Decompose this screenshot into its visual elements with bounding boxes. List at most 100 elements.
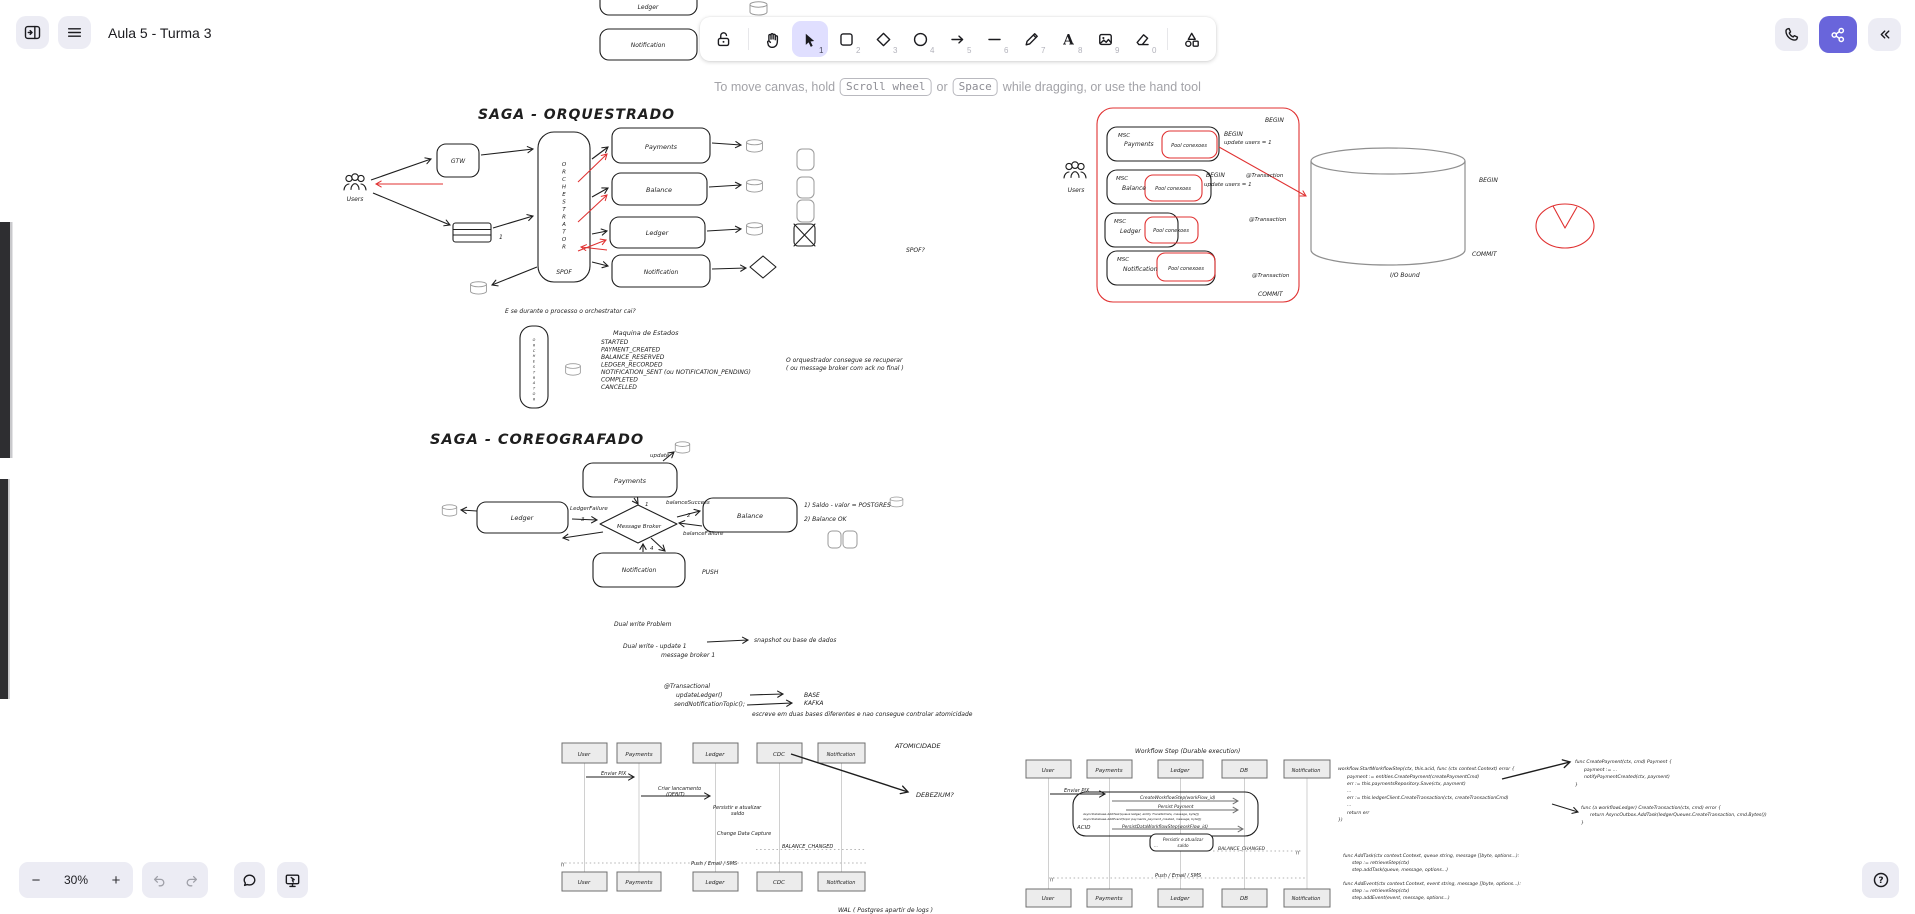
zoom-level[interactable]: 30%: [53, 873, 99, 887]
toolbar-divider: [748, 28, 749, 50]
tool-ellipse[interactable]: 4: [903, 21, 939, 57]
canvas-text: Workflow Step (Durable execution): [1135, 748, 1240, 755]
canvas-text: BASE: [804, 692, 820, 699]
canvas-text: func AddTask(ctx context.Context, queue …: [1343, 853, 1520, 859]
canvas-text: ((: [561, 862, 565, 868]
canvas-text: Persist Payment: [1158, 804, 1194, 810]
tool-arrow[interactable]: 5: [940, 21, 976, 57]
queue-box: [453, 223, 491, 242]
canvas-text: 1: [645, 502, 649, 508]
redo-button[interactable]: [175, 862, 208, 898]
canvas-text: saldo: [731, 811, 744, 817]
cursor-icon: [801, 31, 818, 48]
canvas-text: Balance: [737, 512, 763, 520]
canvas-text: @Transaction: [1249, 217, 1287, 223]
share-button[interactable]: [1819, 16, 1857, 53]
canvas-text: update users = 1: [1204, 182, 1252, 188]
tool-more-shapes[interactable]: [1174, 21, 1210, 57]
space-key: Space: [953, 78, 998, 96]
zoom-in-button[interactable]: +: [99, 862, 133, 898]
canvas-text: func AddEvent(ctx context.Context, event…: [1343, 881, 1521, 887]
canvas-text: update users = 1: [1224, 140, 1272, 146]
undo-button[interactable]: [142, 862, 175, 898]
chevrons-left-icon: [1876, 26, 1893, 43]
canvas-text: KAFKA: [804, 700, 824, 707]
tool-selection[interactable]: 1: [792, 21, 828, 57]
canvas-text: User: [578, 752, 591, 758]
help-button[interactable]: ?: [1862, 862, 1899, 898]
canvas-text: Dual write Problem: [614, 621, 672, 628]
canvas-text: WAL ( Postgres apartir de logs ): [838, 907, 933, 914]
canvas-text: Payments: [1095, 768, 1122, 774]
canvas-text: CDC: [773, 880, 785, 886]
canvas-text: Message Broker: [617, 524, 662, 530]
database-icon: [442, 505, 456, 516]
canvas-text: Ledger: [1170, 768, 1190, 774]
tool-line[interactable]: 6: [977, 21, 1013, 57]
present-button[interactable]: [277, 862, 308, 898]
canvas-text: I/O Bound: [1390, 272, 1420, 279]
canvas-text: }): [1338, 817, 1343, 823]
canvas-text: return AsyncOutbox.AddTask(ledgerQueues.…: [1590, 812, 1767, 818]
canvas-text: Users: [1068, 187, 1085, 194]
decision-diamond: [750, 256, 776, 278]
canvas-text: snapshot ou base de dados: [754, 637, 836, 644]
canvas-text: Enviar PIX: [601, 771, 627, 777]
big-database-cylinder: [1311, 161, 1465, 265]
board-title: Aula 5 - Turma 3: [108, 25, 212, 41]
canvas-text: MSC: [1114, 219, 1126, 225]
canvas-text: Enviar PIX: [1064, 788, 1090, 794]
top-left-island: Aula 5 - Turma 3: [16, 16, 212, 49]
tool-rectangle[interactable]: 2: [829, 21, 865, 57]
canvas-text: ((: [1050, 877, 1054, 883]
canvas-text: @Transaction: [1246, 173, 1284, 179]
presentation-icon: [284, 872, 301, 889]
diagram-sequence-cdc[interactable]: [561, 743, 908, 891]
canvas-text: Pool conexoes: [1168, 266, 1204, 272]
canvas-text: BALANCE_CHANGED: [1218, 846, 1266, 852]
canvas-text: Maquina de Estados: [613, 329, 679, 337]
canvas-text: }: [1575, 782, 1578, 788]
canvas-text: BEGIN: [1265, 117, 1284, 124]
arrow-icon: [949, 31, 966, 48]
canvas-text: updateLedger(): [676, 692, 723, 699]
canvas-text: COMMIT: [1258, 291, 1284, 298]
tool-lock[interactable]: [706, 21, 742, 57]
diagram-saga-orquestrado[interactable]: [344, 128, 815, 294]
tool-hand[interactable]: [755, 21, 791, 57]
hamburger-icon: [66, 24, 83, 41]
main-menu-button[interactable]: [58, 16, 91, 49]
canvas-text: AsyncDatabase.AddEvent(topic payments_pa…: [1082, 817, 1201, 821]
tool-diamond[interactable]: 3: [866, 21, 902, 57]
canvas-text: Ledger: [705, 752, 725, 758]
canvas-text: Notification: [1292, 768, 1321, 774]
canvas-text: Notification: [622, 567, 657, 574]
scroll-wheel-key: Scroll wheel: [840, 78, 931, 96]
tool-eraser[interactable]: 0: [1125, 21, 1161, 57]
hint-text: To move canvas, hold: [714, 80, 835, 94]
tool-draw[interactable]: 7: [1014, 21, 1050, 57]
canvas-text: LEDGER_RECORDED: [601, 362, 663, 369]
canvas-text: 1: [499, 234, 503, 241]
canvas-text: Ledger: [1120, 228, 1141, 235]
canvas-text: MSC: [1116, 176, 1128, 182]
canvas-text: }: [1581, 820, 1584, 826]
canvas-text: ((: [1296, 850, 1300, 856]
database-icon: [471, 282, 487, 294]
pencil-icon: [1023, 31, 1040, 48]
tool-text[interactable]: A 8: [1051, 21, 1087, 57]
tool-image[interactable]: 9: [1088, 21, 1124, 57]
collapse-button[interactable]: [1868, 18, 1901, 51]
comments-button[interactable]: [234, 862, 265, 898]
diagram-state-machine[interactable]: [520, 326, 580, 408]
canvas-text: PUSH: [702, 569, 719, 576]
zoom-out-button[interactable]: −: [19, 862, 53, 898]
canvas-text: ATOMICIDADE: [894, 742, 941, 750]
toggle-sidebar-button[interactable]: [16, 16, 49, 49]
diagram-sequence-workflow[interactable]: [1026, 760, 1330, 907]
canvas-text: DB: [1240, 768, 1248, 774]
canvas-text: escreve em duas bases diferentes e nao c…: [752, 711, 973, 718]
call-button[interactable]: [1775, 18, 1808, 51]
canvas-text: Pool conexoes: [1171, 143, 1207, 149]
